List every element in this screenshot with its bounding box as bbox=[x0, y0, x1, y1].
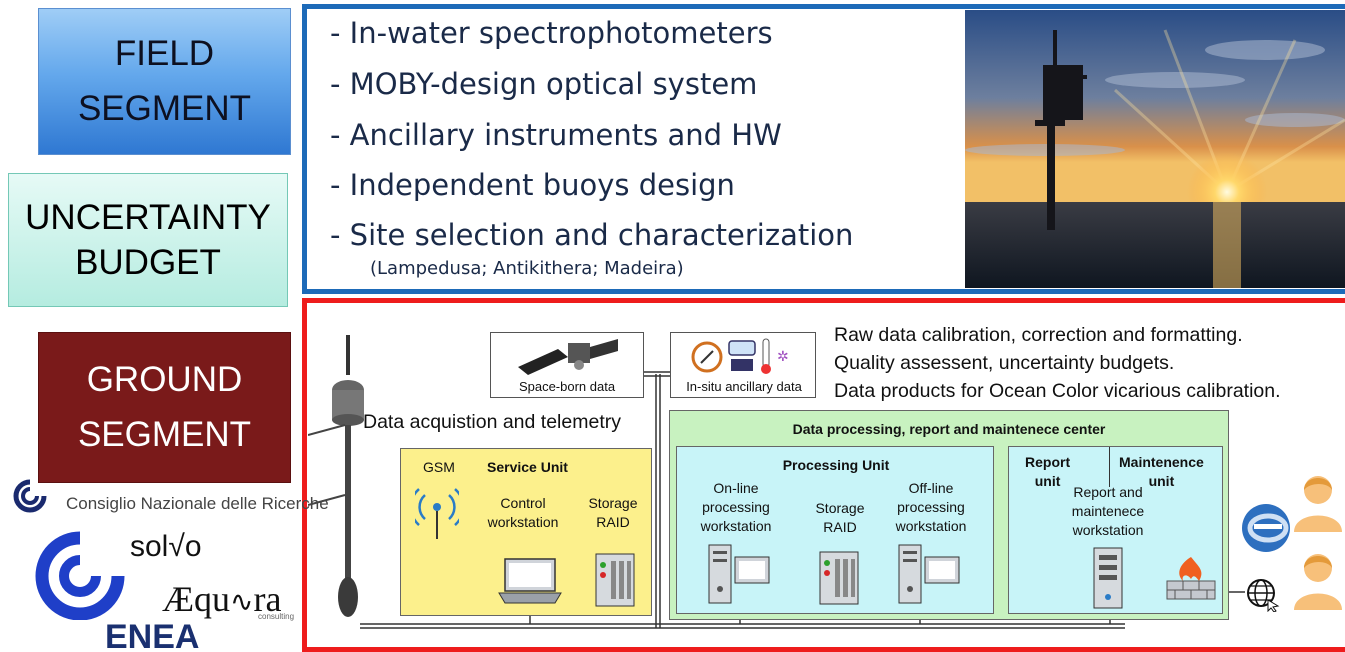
aequora-sub: consulting bbox=[258, 612, 295, 621]
user-avatar-icon bbox=[1294, 476, 1342, 532]
ground-segment-line2: SEGMENT bbox=[77, 414, 252, 454]
label-line: unit bbox=[1034, 473, 1061, 489]
uncertainty-line1: UNCERTAINTY bbox=[25, 197, 271, 237]
offline-workstation-label: Off-line processing workstation bbox=[881, 479, 981, 536]
processing-storage-icon bbox=[819, 551, 859, 605]
offline-workstation-icon bbox=[898, 544, 960, 604]
bullet-item: - MOBY-design optical system bbox=[330, 67, 758, 101]
processing-unit-box: Processing Unit On-line processing worksta… bbox=[676, 446, 994, 614]
label-line: Report bbox=[1025, 454, 1071, 470]
antenna-icon bbox=[415, 488, 459, 539]
label-line: Report and bbox=[1073, 484, 1143, 500]
maintenance-unit-label: Maintenence unit bbox=[1119, 453, 1204, 491]
wave-glyph: ∿ bbox=[230, 587, 254, 618]
bullet-item: - Independent buoys design bbox=[330, 168, 735, 202]
field-segment-line1: FIELD bbox=[114, 34, 215, 74]
aequora-logo: Æqu∿ra bbox=[162, 578, 281, 620]
svg-text:✲: ✲ bbox=[777, 349, 789, 365]
laptop-icon bbox=[498, 558, 562, 604]
bullet-item: - Ancillary instruments and HW bbox=[330, 118, 782, 152]
aequora-end: ra bbox=[253, 579, 282, 619]
buoy-diagram-icon bbox=[308, 335, 364, 617]
online-workstation-icon bbox=[708, 544, 770, 604]
gsm-label: GSM bbox=[423, 459, 455, 475]
user-avatar-icon bbox=[1294, 554, 1342, 610]
processing-unit-title: Processing Unit bbox=[782, 457, 890, 473]
label-line: RAID bbox=[596, 514, 630, 530]
satellite-icon bbox=[518, 339, 618, 375]
label-line: Off-line bbox=[908, 480, 954, 496]
unit-divider bbox=[1109, 447, 1110, 487]
processing-notes: Raw data calibration, correction and for… bbox=[834, 321, 1281, 405]
note-line: Data products for Ocean Color vicarious … bbox=[834, 380, 1281, 402]
insitu-icons: ✲ bbox=[691, 338, 789, 374]
label-line: processing bbox=[897, 499, 965, 515]
label-line: workstation bbox=[700, 518, 772, 534]
firewall-icon bbox=[1166, 557, 1216, 600]
aequora-part: Æqu bbox=[162, 579, 231, 619]
label-line: workstation bbox=[487, 514, 559, 530]
bullet-item: - In-water spectrophotometers bbox=[330, 16, 773, 50]
service-unit-box: GSM Service Unit Control workstation Stor… bbox=[400, 448, 652, 616]
label-line: On-line bbox=[713, 480, 759, 496]
report-unit-box: Report unit Maintenence unit Report and mai… bbox=[1008, 446, 1223, 614]
service-unit-title: Service Unit bbox=[487, 459, 568, 475]
storage-raid-icon bbox=[595, 553, 635, 607]
enea-logo: ENEA bbox=[105, 618, 200, 648]
telemetry-label: Data acquistion and telemetry bbox=[363, 411, 621, 433]
label-line: Control bbox=[500, 495, 546, 511]
uncertainty-budget-button[interactable]: UNCERTAINTY BUDGET bbox=[8, 173, 288, 307]
insitu-label: In-situ ancillary data bbox=[686, 379, 802, 394]
cnr-logo-text: Consiglio Nazionale delle Ricerche bbox=[66, 494, 329, 513]
space-born-data-box: Space-born data bbox=[490, 332, 644, 398]
label-line: workstation bbox=[895, 518, 967, 534]
globe-icon[interactable] bbox=[1246, 578, 1280, 612]
note-line: Raw data calibration, correction and for… bbox=[834, 324, 1243, 346]
ground-segment-line1: GROUND bbox=[86, 360, 243, 400]
label-line: maintenece bbox=[1071, 503, 1145, 519]
report-unit-label: Report unit bbox=[1025, 453, 1070, 491]
online-workstation-label: On-line processing workstation bbox=[691, 479, 781, 536]
label-line: Storage bbox=[588, 495, 638, 511]
uncertainty-line2: BUDGET bbox=[75, 243, 221, 282]
cnr-logo-large bbox=[35, 531, 125, 620]
solvo-logo: sol√o bbox=[130, 530, 202, 563]
label-line: Maintenence bbox=[1119, 454, 1204, 470]
report-workstation-label: Report and maintenece workstation bbox=[1063, 483, 1153, 540]
label-line: workstation bbox=[1072, 522, 1144, 538]
control-workstation-label: Control workstation bbox=[487, 494, 559, 532]
label-line: Storage bbox=[815, 500, 865, 516]
ground-segment-button[interactable]: GROUND SEGMENT bbox=[38, 332, 291, 483]
cnr-logo-small bbox=[13, 479, 47, 513]
report-server-icon bbox=[1093, 547, 1123, 609]
center-title: Data processing, report and maintenece c… bbox=[792, 421, 1106, 437]
field-segment-line2: SEGMENT bbox=[77, 88, 252, 128]
label-line: processing bbox=[702, 499, 770, 515]
buoy-sunset-photo bbox=[965, 10, 1345, 288]
label-line: unit bbox=[1148, 473, 1175, 489]
sites-subtext: (Lampedusa; Antikithera; Madeira) bbox=[370, 258, 684, 279]
insitu-data-box: ✲ In-situ ancillary data bbox=[670, 332, 816, 398]
space-born-label: Space-born data bbox=[518, 379, 616, 394]
label-line: RAID bbox=[823, 519, 857, 535]
note-line: Quality assessent, uncertainty budgets. bbox=[834, 352, 1175, 374]
field-segment-button[interactable]: FIELD SEGMENT bbox=[38, 8, 291, 155]
bullet-item: - Site selection and characterization bbox=[330, 218, 854, 252]
ie-browser-icon[interactable] bbox=[1238, 498, 1296, 558]
